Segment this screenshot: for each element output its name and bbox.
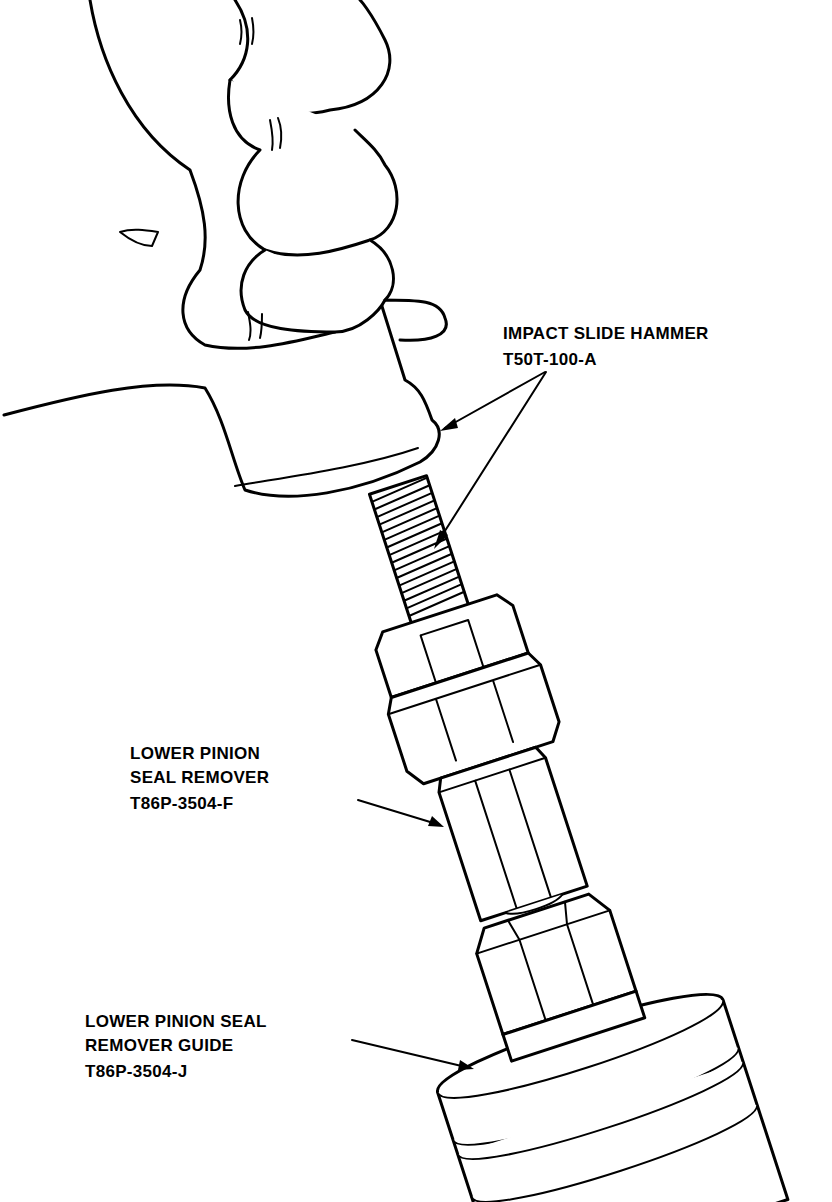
part-name: LOWER PINION SEAL REMOVER <box>130 742 280 790</box>
part-name: IMPACT SLIDE HAMMER <box>503 322 823 346</box>
part-number: T86P-3504-J <box>85 1060 285 1084</box>
part-number: T86P-3504-F <box>130 792 330 816</box>
part-number: T50T-100-A <box>503 348 703 372</box>
part-name: LOWER PINION SEAL REMOVER GUIDE <box>85 1010 281 1058</box>
